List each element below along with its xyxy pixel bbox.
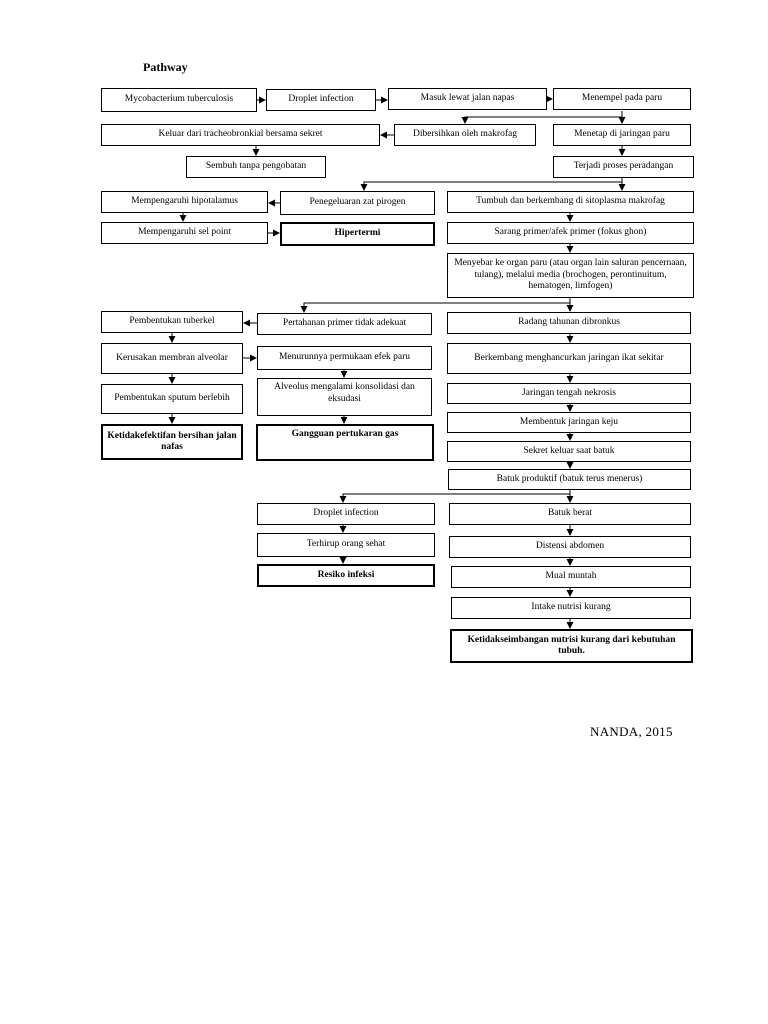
arrow-branch-row7 — [300, 298, 571, 313]
node-sarang-primer: Sarang primer/afek primer (fokus ghon) — [447, 222, 694, 244]
node-sembuh-tanpa-pengobatan: Sembuh tanpa pengobatan — [186, 156, 326, 178]
node-alveolus-konsolidasi: Alveolus mengalami konsolidasi dan eksud… — [257, 378, 432, 416]
node-distensi-abdomen: Distensi abdomen — [449, 536, 691, 558]
page-title: Pathway — [143, 60, 188, 74]
node-masuk-jalan-napas: Masuk lewat jalan napas — [388, 88, 547, 110]
node-droplet-infection: Droplet infection — [266, 89, 376, 111]
node-keluar-tracheobronkial: Keluar dari tracheobronkial bersama sekr… — [101, 124, 380, 146]
node-ketidakefektifan-bersihan: Ketidakefektifan bersihan jalan nafas — [101, 424, 243, 460]
node-pertahanan-primer: Pertahanan primer tidak adekuat — [257, 313, 432, 335]
node-menetap-jaringan-paru: Menetap di jaringan paru — [553, 124, 691, 146]
node-berkembang-jaringan-ikat: Berkembang menghancurkan jaringan ikat s… — [447, 343, 691, 374]
node-menempel-paru: Menempel pada paru — [553, 88, 691, 110]
node-pembentukan-sputum: Pembentukan sputum berlebih — [101, 384, 243, 414]
node-tumbuh-berkembang: Tumbuh dan berkembang di sitoplasma makr… — [447, 191, 694, 213]
node-batuk-produktif: Batuk produktif (batuk terus menerus) — [448, 469, 691, 490]
node-mempengaruhi-sel-point: Mempengaruhi sel point — [101, 222, 268, 244]
node-gangguan-pertukaran-gas: Gangguan pertukaran gas — [256, 424, 434, 461]
arrow-branch-row4 — [360, 178, 623, 191]
node-droplet-infection-2: Droplet infection — [257, 503, 435, 525]
node-mual-muntah: Mual muntah — [451, 566, 691, 588]
node-pembentukan-tuberkel: Pembentukan tuberkel — [101, 311, 243, 333]
arrow-branch-row12 — [339, 490, 571, 503]
node-terhirup-orang-sehat: Terhirup orang sehat — [257, 533, 435, 557]
node-menurunnya-efek-paru: Menurunnya permukaan efek paru — [257, 346, 432, 370]
node-membentuk-jaringan-keju: Membentuk jaringan keju — [447, 412, 691, 433]
reference-citation: NANDA, 2015 — [590, 724, 673, 739]
node-mempengaruhi-hipotalamus: Mempengaruhi hipotalamus — [101, 191, 268, 213]
arrow-branch-row2 — [461, 111, 623, 124]
node-resiko-infeksi: Resiko infeksi — [257, 564, 435, 587]
node-menyebar-organ-paru: Menyebar ke organ paru (atau organ lain … — [447, 253, 694, 298]
node-hipertermi: Hipertermi — [280, 222, 435, 246]
node-radang-bronkus: Radang tahunan dibronkus — [447, 312, 691, 334]
node-terjadi-peradangan: Terjadi proses peradangan — [553, 156, 694, 178]
node-pengeluaran-pirogen: Penegeluaran zat pirogen — [280, 191, 435, 215]
node-jaringan-nekrosis: Jaringan tengah nekrosis — [447, 383, 691, 404]
node-batuk-berat: Batuk berat — [449, 503, 691, 525]
node-intake-nutrisi: Intake nutrisi kurang — [451, 597, 691, 619]
node-dibersihkan-makrofag: Dibersihkan oleh makrofag — [394, 124, 536, 146]
node-ketidakseimbangan-nutrisi: Ketidakseimbangan nutrisi kurang dari ke… — [450, 629, 693, 663]
node-kerusakan-membran: Kerusakan membran alveolar — [101, 343, 243, 374]
node-mycobacterium: Mycobacterium tuberculosis — [101, 88, 257, 112]
node-sekret-keluar: Sekret keluar saat batuk — [447, 441, 691, 462]
